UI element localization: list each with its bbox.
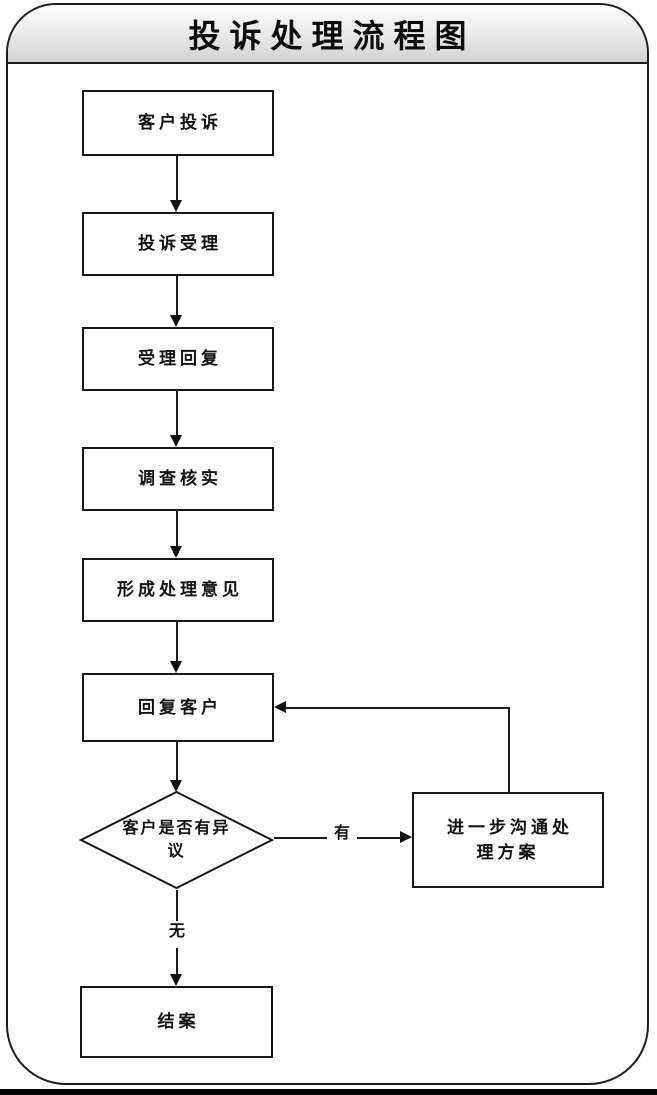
- flow-node-label: 客户投诉: [138, 113, 222, 133]
- flow-node-investigation: 调查核实: [82, 447, 274, 511]
- connector-5-line: [176, 622, 178, 662]
- flow-node-acceptance-reply: 受理回复: [82, 327, 274, 391]
- flow-node-customer-complaint: 客户投诉: [82, 90, 274, 156]
- connector-3-line: [176, 391, 178, 436]
- arrowhead-down-icon: [170, 974, 182, 986]
- flow-node-label: 结案: [157, 1012, 200, 1032]
- flow-node-label: 投诉受理: [138, 234, 222, 254]
- connector-2-line: [176, 276, 178, 316]
- arrowhead-right-icon: [400, 831, 412, 843]
- flow-node-decision-objection: 客户是否有异议: [79, 790, 274, 890]
- flow-node-complaint-acceptance: 投诉受理: [82, 212, 274, 276]
- page-bottom-edge: [0, 1089, 657, 1095]
- page-title: 投诉处理流程图: [188, 17, 476, 54]
- flow-node-close-case: 结案: [80, 986, 273, 1058]
- arrowhead-down-icon: [170, 315, 182, 327]
- connector-1-line: [176, 156, 178, 201]
- flow-node-label: 进一步沟通处理方案: [447, 817, 573, 863]
- flow-node-label: 形成处理意见: [117, 580, 243, 600]
- flow-node-label: 回复客户: [138, 697, 222, 717]
- flow-node-label: 客户是否有异议: [122, 819, 231, 860]
- flow-node-label: 调查核实: [138, 469, 222, 489]
- title-band: 投诉处理流程图: [8, 5, 647, 64]
- connector-no-line-lower: [176, 948, 178, 975]
- arrowhead-down-icon: [170, 780, 182, 792]
- connector-no-line-upper: [176, 890, 178, 922]
- edge-label-yes: 有: [327, 823, 357, 849]
- arrowhead-down-icon: [170, 200, 182, 212]
- arrowhead-down-icon: [170, 661, 182, 673]
- flow-node-label: 受理回复: [138, 349, 222, 369]
- flow-node-reply-customer: 回复客户: [82, 673, 274, 742]
- edge-label-no: 无: [161, 921, 193, 947]
- arrowhead-down-icon: [170, 546, 182, 558]
- flow-node-form-opinion: 形成处理意见: [82, 558, 274, 622]
- diagram-frame: 投诉处理流程图: [6, 3, 649, 1085]
- diamond-shape: [79, 790, 274, 890]
- feedback-vertical-line: [508, 707, 510, 792]
- feedback-horizontal-line: [286, 707, 510, 709]
- arrowhead-down-icon: [170, 435, 182, 447]
- connector-6-line: [176, 742, 178, 781]
- flow-node-further-communication: 进一步沟通处理方案: [412, 792, 604, 888]
- connector-4-line: [176, 511, 178, 547]
- arrowhead-left-icon: [274, 701, 286, 713]
